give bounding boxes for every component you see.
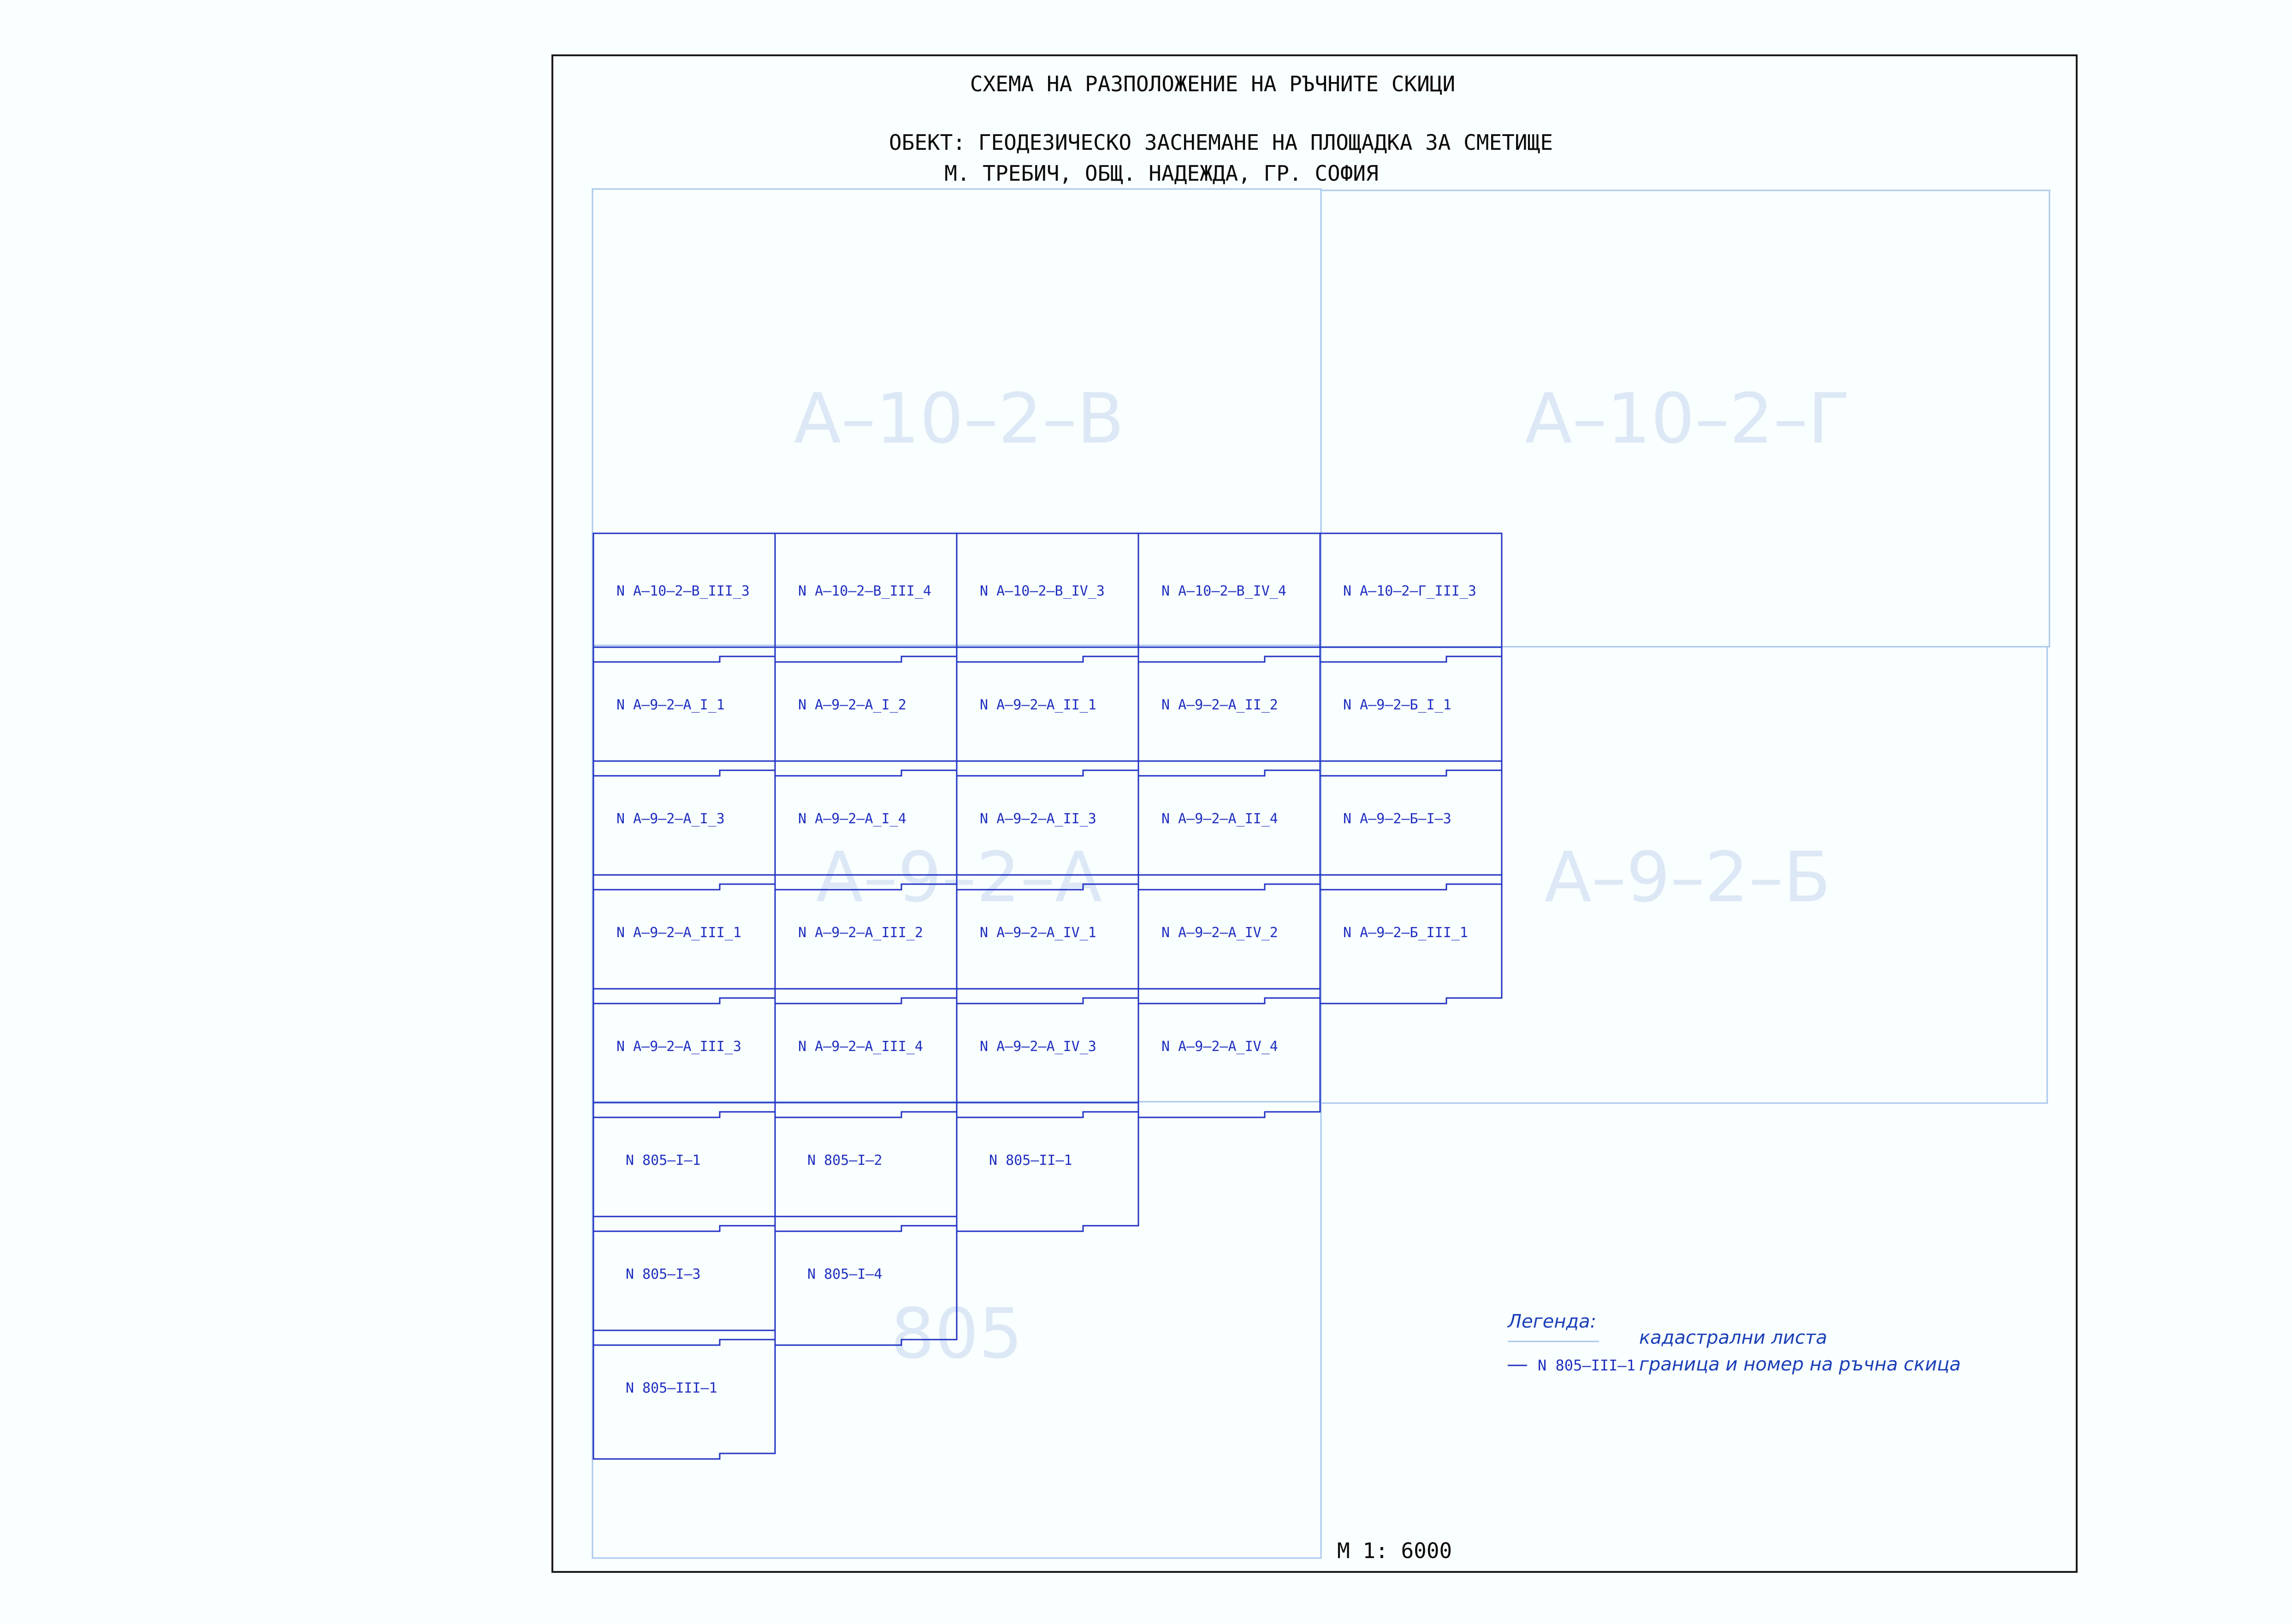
- sketch-label: N А–9–2–А_III_4: [798, 1039, 923, 1055]
- sketch-cell: N А–9–2–Б_III_1: [1319, 874, 1503, 1004]
- sketch-cell: N А–9–2–А_IV_3: [956, 988, 1139, 1118]
- sketch-cell: N А–10–2–В_IV_3: [956, 532, 1139, 663]
- sketch-cell: N А–10–2–В_III_3: [592, 532, 776, 663]
- sketch-cell: N А–10–2–В_III_4: [774, 532, 958, 663]
- outer-frame: [551, 54, 2078, 1573]
- sketch-cell: N А–9–2–А_II_1: [956, 646, 1139, 777]
- sketch-cell: N А–9–2–Б_I_1: [1319, 646, 1503, 777]
- sketch-label: N 805–III–1: [626, 1380, 717, 1396]
- sketch-label: N А–9–2–А_IV_3: [980, 1039, 1096, 1055]
- sketch-cell: N 805–I–2: [774, 1102, 958, 1232]
- sketch-label: N А–9–2–А_III_3: [616, 1039, 741, 1055]
- sketch-cell: N А–9–2–А_IV_4: [1137, 988, 1321, 1118]
- sketch-cell: N А–9–2–А_III_3: [592, 988, 776, 1118]
- sketch-label: N А–9–2–А_II_4: [1161, 811, 1278, 827]
- sheet-label-a10-2-v: А–10–2–В: [794, 379, 1125, 459]
- sheet-label-a10-2-g: А–10–2–Г: [1525, 379, 1850, 459]
- sketch-label: N А–10–2–В_III_3: [616, 583, 750, 599]
- sketch-cell: N А–9–2–А_I_1: [592, 646, 776, 777]
- sketch-cell: N А–9–2–А_IV_2: [1137, 874, 1321, 1004]
- legend: Легенда: кадастрални листа N 805–III–1 г…: [1507, 1311, 1961, 1375]
- object-line-1: ОБЕКТ: ГЕОДЕЗИЧЕСКО ЗАСНЕМАНЕ НА ПЛОЩАДК…: [889, 130, 1553, 155]
- sketch-label: N А–9–2–А_III_1: [616, 925, 741, 941]
- sketch-cell: N А–9–2–А_II_4: [1137, 760, 1321, 891]
- sketch-label: N А–9–2–А_III_2: [798, 925, 923, 941]
- sketch-cell: N А–10–2–В_IV_4: [1137, 532, 1321, 663]
- object-line-2: М. ТРЕБИЧ, ОБЩ. НАДЕЖДА, ГР. СОФИЯ: [944, 161, 1379, 186]
- sketch-label: N А–9–2–А_IV_2: [1161, 925, 1278, 941]
- sketch-cell: N 805–III–1: [592, 1329, 776, 1460]
- sketch-label: N 805–I–1: [626, 1152, 701, 1169]
- sheet-label-a9-2-a: А–9–2–А: [816, 838, 1102, 918]
- sketch-label: N 805–II–1: [989, 1152, 1072, 1169]
- sketch-cell: N 805–II–1: [956, 1102, 1139, 1232]
- sketch-label: N А–9–2–А_II_2: [1161, 697, 1278, 713]
- sheet-label-a9-2-b: А–9–2–Б: [1544, 838, 1830, 918]
- sketch-cell: N А–9–2–Б–I–3: [1319, 760, 1503, 891]
- sketch-label: N А–9–2–Б_I_1: [1343, 697, 1451, 713]
- sketch-label: N А–10–2–В_IV_3: [980, 583, 1105, 599]
- sketch-label: N А–9–2–А_I_3: [616, 811, 725, 827]
- sketch-cell: N А–9–2–А_I_3: [592, 760, 776, 891]
- sketch-label: N А–9–2–А_I_2: [798, 697, 906, 713]
- sketch-cell: N 805–I–3: [592, 1216, 776, 1346]
- hand-sketch-layer: N А–10–2–В_III_3 N А–10–2–В_III_4 N А–10–2…: [592, 532, 1503, 1460]
- legend-sketch-text: граница и номер на ръчна скица: [1639, 1354, 1961, 1375]
- sketch-label: N 805–I–2: [807, 1152, 882, 1169]
- sketch-label: N А–10–2–В_IV_4: [1161, 583, 1286, 599]
- sketch-cell: N А–10–2–Г_III_3: [1319, 532, 1503, 663]
- sketch-label: N А–10–2–Г_III_3: [1343, 583, 1476, 599]
- sketch-label: N 805–I–4: [807, 1266, 882, 1282]
- sketch-label: N 805–I–3: [626, 1266, 701, 1282]
- sketch-label: N А–9–2–А_II_3: [980, 811, 1096, 827]
- legend-heading: Легенда:: [1507, 1311, 1596, 1332]
- sketch-label: N А–9–2–А_II_1: [980, 697, 1096, 713]
- sketch-cell: N А–9–2–А_III_1: [592, 874, 776, 1004]
- sketch-cell: N А–9–2–А_III_4: [774, 988, 958, 1118]
- sketch-boundary: [592, 1329, 776, 1460]
- sketch-cell: N А–9–2–А_I_2: [774, 646, 958, 777]
- scale-label: М 1: 6000: [1337, 1538, 1452, 1563]
- schema-title: СХЕМА НА РАЗПОЛОЖЕНИЕ НА РЪЧНИТЕ СКИЦИ: [970, 71, 1455, 96]
- sketch-cell: N 805–I–1: [592, 1102, 776, 1232]
- legend-sample-number: N 805–III–1: [1538, 1357, 1635, 1374]
- sketch-label: N А–9–2–А_I_4: [798, 811, 906, 827]
- sketch-label: N А–9–2–Б_III_1: [1343, 925, 1468, 941]
- legend-cadastral-text: кадастрални листа: [1639, 1327, 1827, 1348]
- sketch-label: N А–9–2–А_IV_4: [1161, 1039, 1278, 1055]
- sketch-label: N А–9–2–А_IV_1: [980, 925, 1096, 941]
- sketch-cell: N А–9–2–А_II_2: [1137, 646, 1321, 777]
- sketch-label: N А–9–2–А_I_1: [616, 697, 725, 713]
- sketch-label: N А–9–2–Б–I–3: [1343, 811, 1451, 827]
- sketch-label: N А–10–2–В_III_4: [798, 583, 931, 599]
